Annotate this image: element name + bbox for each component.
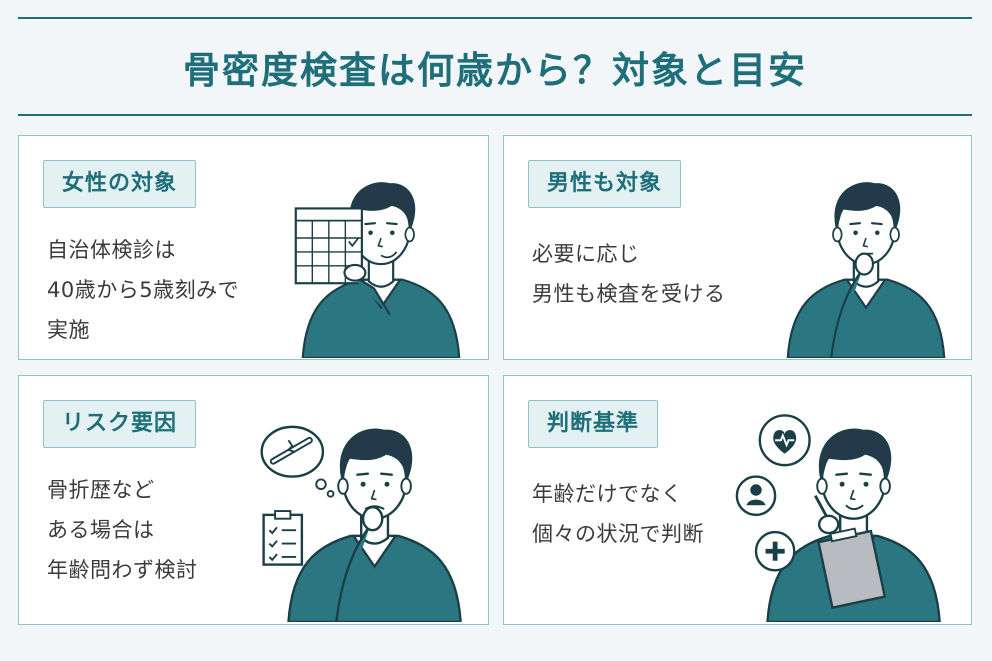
card-text: 年齢だけでなく 個々の状況で判断 bbox=[532, 474, 704, 554]
card-text-line: 年齢だけでなく bbox=[532, 482, 683, 506]
user-icon bbox=[735, 475, 777, 517]
card-title: 判断基準 bbox=[528, 400, 659, 448]
card-title: リスク要因 bbox=[43, 400, 197, 448]
card-text-line: 年齢問わず検討 bbox=[47, 558, 198, 582]
broken-bone-icon bbox=[260, 425, 335, 498]
card-text-line: 骨折歴など bbox=[47, 478, 155, 502]
card-text-line: 自治体検診は bbox=[47, 238, 176, 262]
checklist-icon bbox=[262, 510, 304, 566]
card-risk-factors: リスク要因 骨折歴など ある場合は 年齢問わず検討 bbox=[18, 375, 489, 625]
card-male-target: 男性も対象 必要に応じ 男性も検査を受ける bbox=[503, 135, 972, 360]
header-bottom-rule bbox=[18, 114, 972, 116]
plus-icon bbox=[754, 530, 796, 572]
worried-man-illustration bbox=[260, 425, 462, 622]
card-title: 女性の対象 bbox=[43, 160, 197, 208]
card-text-line: ある場合は bbox=[47, 518, 155, 542]
card-title: 男性も対象 bbox=[528, 160, 682, 208]
card-text: 骨折歴など ある場合は 年齢問わず検討 bbox=[47, 470, 198, 590]
card-text: 必要に応じ 男性も検査を受ける bbox=[532, 234, 726, 314]
card-text-line: 男性も検査を受ける bbox=[532, 282, 726, 306]
card-female-target: 女性の対象 自治体検診は 40歳から5歳刻みで 実施 bbox=[18, 135, 489, 360]
card-text-line: 個々の状況で判断 bbox=[532, 522, 704, 546]
page-title: 骨密度検査は何歳から？対象と目安 bbox=[183, 48, 807, 92]
card-text: 自治体検診は 40歳から5歳刻みで 実施 bbox=[47, 230, 239, 350]
card-text-line: 必要に応じ bbox=[532, 242, 640, 266]
card-text-line: 実施 bbox=[47, 318, 90, 342]
card-criteria: 判断基準 年齢だけでなく 個々の状況で判断 bbox=[503, 375, 972, 625]
header-top-rule bbox=[18, 17, 972, 19]
clipboard-icon bbox=[817, 527, 887, 610]
heartbeat-icon bbox=[758, 414, 811, 467]
man-with-calendar-illustration bbox=[294, 181, 461, 358]
thinking-man-illustration bbox=[786, 181, 946, 358]
man-with-clipboard-illustration bbox=[735, 414, 941, 622]
card-text-line: 40歳から5歳刻みで bbox=[47, 278, 240, 302]
